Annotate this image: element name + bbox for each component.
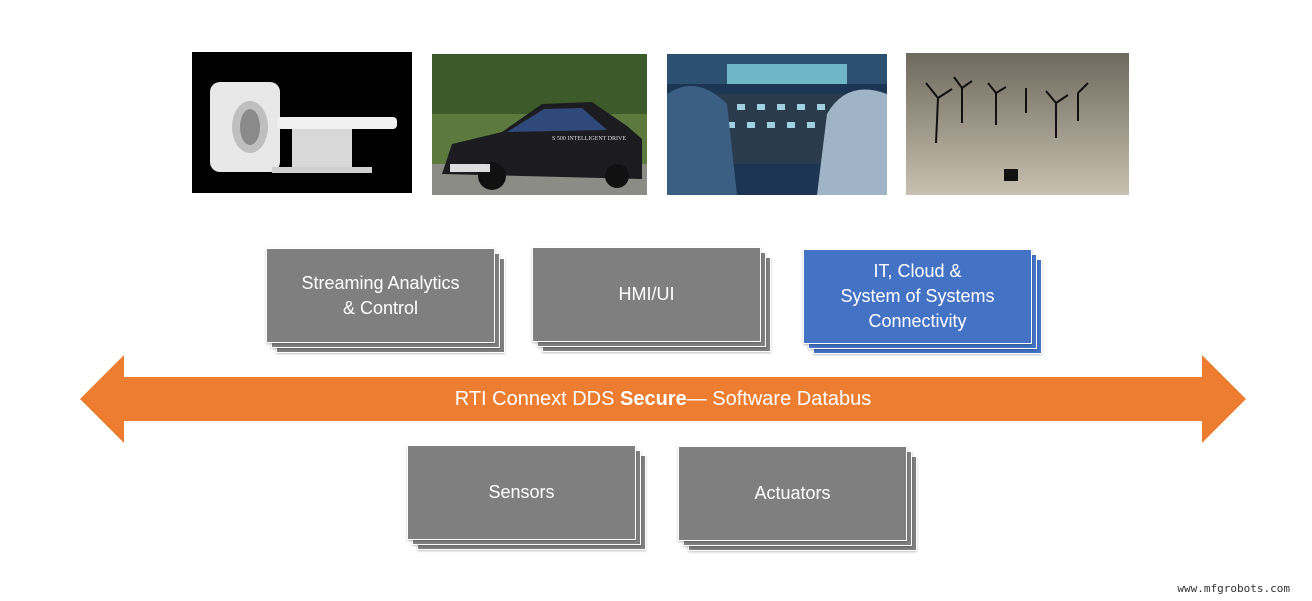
watermark: www.mfgrobots.com bbox=[1177, 582, 1290, 595]
databus-label: RTI Connext DDS Secure— Software Databus bbox=[80, 355, 1246, 443]
it-cloud-box: IT, Cloud & System of Systems Connectivi… bbox=[803, 249, 1042, 354]
car-side-text: S 500 INTELLIGENT DRIVE bbox=[552, 136, 627, 142]
databus-arrow bbox=[80, 355, 1246, 443]
streaming-analytics-box: Streaming Analytics & Control bbox=[266, 248, 505, 353]
car-photo: S 500 INTELLIGENT DRIVE bbox=[432, 54, 647, 195]
actuators-box: Actuators bbox=[678, 446, 917, 551]
sensors-box: Sensors bbox=[407, 445, 646, 550]
it-cloud-label: IT, Cloud & System of Systems Connectivi… bbox=[840, 261, 995, 331]
wind-turbines-photo bbox=[906, 53, 1129, 195]
databus-label-suffix: — Software Databus bbox=[686, 387, 872, 410]
cockpit-photo bbox=[667, 54, 887, 195]
hmi-ui-label: HMI/UI bbox=[618, 284, 675, 304]
databus-label-prefix: RTI Connext DDS bbox=[454, 387, 620, 410]
databus-label-secure: Secure bbox=[620, 387, 687, 410]
ct-scanner-photo bbox=[192, 52, 412, 193]
actuators-label: Actuators bbox=[754, 483, 831, 503]
sensors-label: Sensors bbox=[488, 482, 555, 502]
hmi-ui-box: HMI/UI bbox=[532, 247, 771, 352]
streaming-analytics-label: Streaming Analytics & Control bbox=[301, 272, 460, 318]
